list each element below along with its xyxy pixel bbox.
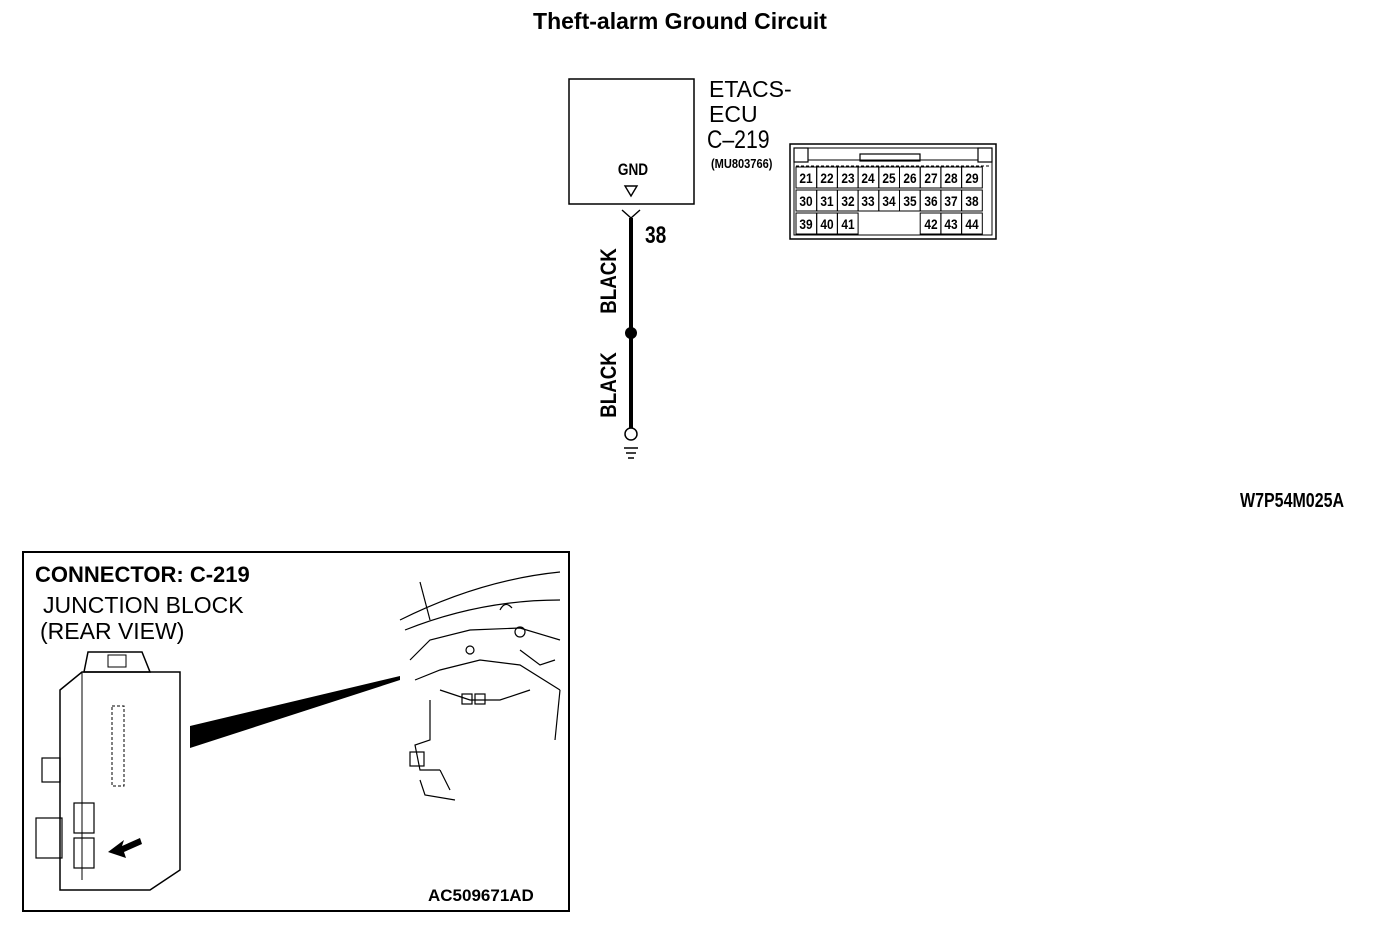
- connector-pin: 25: [882, 170, 896, 186]
- arrow-icon: [108, 838, 142, 858]
- connector-pin: 29: [965, 170, 979, 186]
- pointer-wedge: [190, 676, 400, 748]
- ecu-box: [568, 78, 695, 205]
- connector-pin: 27: [923, 170, 938, 186]
- connector-pin: 23: [841, 170, 855, 186]
- pin-number: 38: [645, 222, 667, 249]
- dashboard-drawing: [399, 571, 561, 801]
- connector-location-view: (REAR VIEW): [40, 618, 185, 644]
- connector-pin: 22: [820, 170, 834, 186]
- connector-pin: 35: [903, 193, 917, 209]
- ground-point-icon: [624, 427, 638, 441]
- gnd-symbol-icon: [623, 185, 639, 198]
- connector-pin: 33: [861, 193, 876, 209]
- splice-point: [625, 327, 637, 339]
- connector-pin: 42: [923, 216, 938, 232]
- pin-cell: [836, 212, 859, 235]
- connector-pin: 36: [923, 193, 938, 209]
- junction-block-drawing: [35, 651, 181, 891]
- pin-cell: [961, 189, 983, 212]
- connector-pin: 34: [882, 193, 896, 209]
- connector-pin: 39: [799, 216, 813, 232]
- diagram-title: Theft-alarm Ground Circuit: [533, 8, 827, 34]
- ecu-part-number: (MU803766): [711, 156, 773, 171]
- pin-cell: [961, 212, 983, 235]
- connector-pin: 38: [965, 193, 979, 209]
- connector-pin: 43: [944, 216, 958, 232]
- connector-pin: 41: [841, 216, 855, 232]
- connector-pin: 44: [965, 216, 979, 232]
- ecu-connector-id: C–219: [707, 126, 770, 154]
- diagram-code: W7P54M025A: [1240, 490, 1345, 512]
- ecu-name-line2: ECU: [709, 101, 758, 127]
- connector-location-title: CONNECTOR: C-219: [35, 562, 250, 587]
- connector-pin: 28: [944, 170, 958, 186]
- connector-pin: 30: [799, 193, 813, 209]
- wire-color-lower: BLACK: [596, 352, 621, 418]
- figure-code: AC509671AD: [428, 886, 534, 905]
- connector-location-box: [22, 551, 570, 912]
- connector-pin: 37: [944, 193, 958, 209]
- connector-pin: 26: [903, 170, 917, 186]
- connector-location-subtitle: JUNCTION BLOCK: [43, 592, 244, 618]
- connector-face: [789, 143, 997, 240]
- connector-pin: 40: [820, 216, 834, 232]
- connector-pin: 24: [861, 170, 876, 186]
- ecu-name-line1: ETACS-: [709, 76, 792, 102]
- wire-color-upper: BLACK: [596, 248, 621, 314]
- pin-cell: [961, 166, 983, 189]
- terminal-label: GND: [617, 160, 649, 179]
- connector-pin: 31: [820, 193, 834, 209]
- connector-pin: 21: [799, 170, 813, 186]
- connector-pin: 32: [841, 193, 855, 209]
